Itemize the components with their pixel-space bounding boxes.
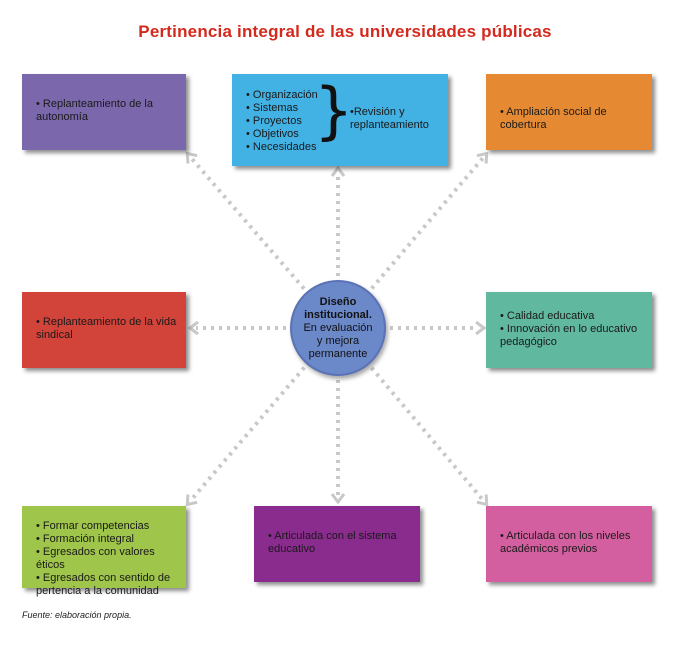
- connector-arrow-bottom-head: [330, 493, 346, 505]
- curly-brace: }: [314, 74, 354, 147]
- list-item-proyectos: • Proyectos: [246, 115, 302, 127]
- box-line: • Calidad educativa: [500, 310, 595, 322]
- box-line: • Egresados con sentido de: [36, 572, 171, 584]
- box-line: académicos previos: [500, 543, 598, 555]
- box-line: • Ampliación social de cobertura: [500, 106, 607, 131]
- box-line: • Formar competencias: [36, 520, 150, 532]
- source-note: Fuente: elaboración propia.: [22, 610, 132, 620]
- connector-arrow-top-head: [330, 165, 346, 177]
- box-sistema-educativo: • Articulada con el sistema educativo: [254, 506, 420, 582]
- center-circle: Diseño institucional. En evaluación y me…: [290, 280, 386, 376]
- connector-arrow-top-right: [370, 156, 485, 290]
- connector-arrow-top-right-head: [476, 151, 489, 164]
- box-line: autonomía: [36, 111, 88, 123]
- box-line: • Innovación en lo educativo: [500, 323, 638, 335]
- box-line: • Articulada con el sistema: [268, 530, 397, 542]
- box-cobertura: • Ampliación social de cobertura: [486, 74, 652, 150]
- box-line: educativo: [268, 543, 316, 555]
- box-autonomia: • Replanteamiento de la autonomía: [22, 74, 186, 150]
- list-item-objetivos: • Objetivos: [246, 128, 299, 140]
- box-line: • Egresados con valores éticos: [36, 546, 155, 571]
- box-line: • Articulada con los niveles: [500, 530, 631, 542]
- box-calidad: • Calidad educativa • Innovación en lo e…: [486, 292, 652, 368]
- box-vida-sindical: • Replanteamiento de la vida sindical: [22, 292, 186, 368]
- center-line: y mejora: [316, 334, 360, 347]
- box-line: • Formación integral: [36, 533, 135, 545]
- center-line: permanente: [308, 347, 368, 360]
- list-item-organizacion: • Organización: [246, 89, 318, 101]
- box-niveles-academicos: • Articulada con los niveles académicos …: [486, 506, 652, 582]
- connector-arrow-top-left-head: [185, 151, 198, 164]
- center-line: En evaluación: [303, 321, 373, 334]
- diagram-title: Pertinencia integral de las universidade…: [138, 22, 552, 41]
- box-competencias: • Formar competencias • Formación integr…: [22, 506, 186, 597]
- center-title: Diseño institucional.: [304, 295, 372, 321]
- connector-arrow-bottom-left: [189, 366, 306, 502]
- box-line: pedagógico: [500, 336, 557, 348]
- box-line: pertencia a la comunidad: [36, 585, 159, 597]
- box-line: • Replanteamiento de la: [36, 98, 153, 110]
- connector-arrow-bottom-right-head: [476, 494, 489, 507]
- connector-arrow-left-head: [187, 320, 199, 336]
- revision-text: •Revisión y replanteamiento: [350, 106, 429, 131]
- connector-arrow-right-head: [475, 320, 487, 336]
- box-line: sindical: [36, 329, 73, 341]
- connector-arrow-top-left: [189, 156, 306, 290]
- list-item-necesidades: • Necesidades: [246, 141, 317, 153]
- box-organizacion: • Organización • Sistemas • Proyectos • …: [232, 74, 448, 166]
- list-item-sistemas: • Sistemas: [246, 102, 299, 114]
- box-line: • Replanteamiento de la vida: [36, 316, 177, 328]
- connector-arrow-bottom-right: [369, 366, 485, 502]
- connector-arrow-bottom-left-head: [185, 494, 198, 507]
